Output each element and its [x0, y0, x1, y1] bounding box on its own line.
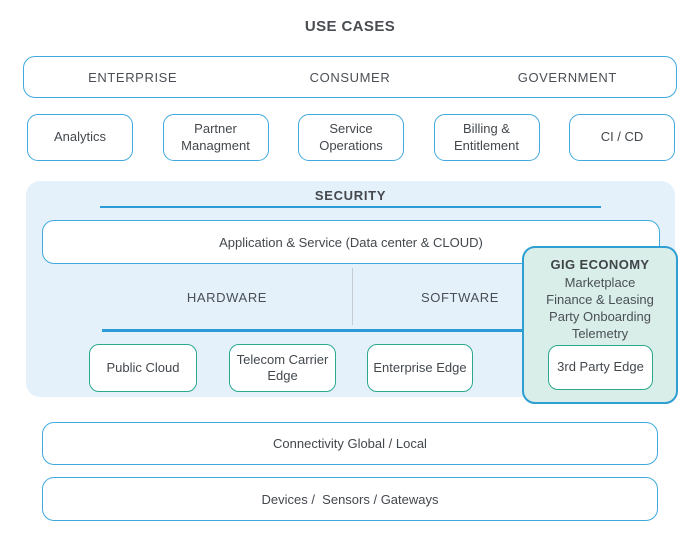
edge-box-public-cloud: Public Cloud [89, 344, 197, 392]
software-label: SOFTWARE [421, 290, 499, 305]
page-title: USE CASES [304, 18, 396, 35]
use-case-enterprise: ENTERPRISE [88, 69, 178, 85]
capability-analytics: Analytics [27, 114, 133, 161]
gig-item-telemetry: Telemetry [571, 326, 629, 342]
gig-economy-items: Marketplace Finance & Leasing Party Onbo… [524, 274, 676, 343]
connectivity-box: Connectivity Global / Local [42, 422, 658, 465]
use-case-consumer: CONSUMER [309, 69, 391, 85]
gig-item-marketplace: Marketplace [564, 275, 636, 290]
hardware-software-underline [102, 329, 522, 332]
security-title: SECURITY [314, 188, 387, 203]
edge-box-telecom-carrier-edge: Telecom Carrier Edge [229, 344, 336, 392]
gig-item-party-onboarding: Party Onboarding [549, 309, 651, 325]
capability-partner-management: Partner Managment [162, 114, 269, 161]
security-underline [100, 206, 601, 208]
edge-box-3rd-party-edge: 3rd Party Edge [548, 345, 653, 390]
hardware-software-divider [352, 268, 353, 325]
use-cases-bar: ENTERPRISE CONSUMER GOVERNMENT [23, 56, 677, 98]
gig-item-finance-leasing: Finance & Leasing [546, 292, 654, 308]
use-case-government: GOVERNMENT [517, 69, 617, 85]
devices-box: Devices / Sensors / Gateways [42, 477, 658, 521]
capability-ci-cd: CI / CD [569, 114, 675, 161]
gig-economy-title: GIG ECONOMY [550, 257, 650, 272]
gig-economy-panel: GIG ECONOMY Marketplace Finance & Leasin… [522, 246, 678, 404]
capability-service-operations: Service Operations [298, 114, 404, 161]
hardware-label: HARDWARE [186, 290, 268, 305]
edge-box-enterprise-edge: Enterprise Edge [367, 344, 473, 392]
capability-billing-entitlement: Billing & Entitlement [433, 114, 540, 161]
capability-row: Analytics Partner Managment Service Oper… [27, 114, 675, 161]
